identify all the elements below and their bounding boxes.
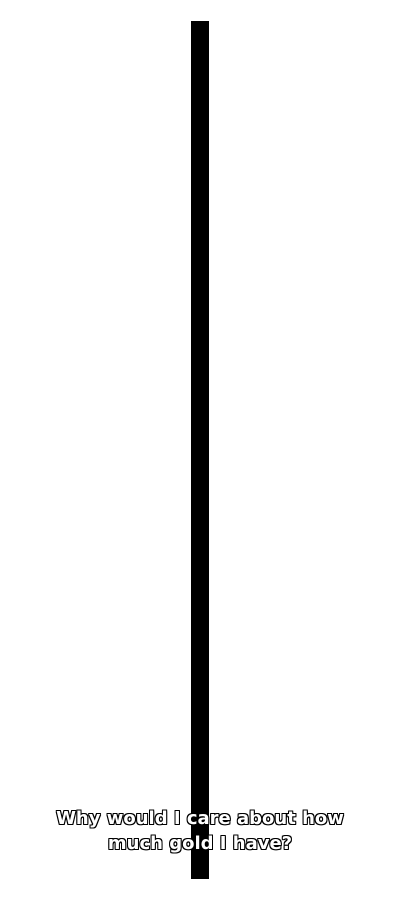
caption-text: Why would I care about how much gold I h… bbox=[56, 808, 344, 854]
vertical-black-bar bbox=[191, 21, 209, 879]
